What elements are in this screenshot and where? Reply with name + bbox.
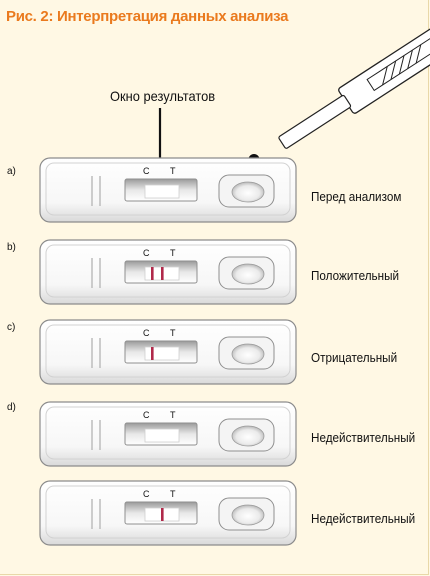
control-label: C (143, 166, 150, 176)
control-label: C (143, 410, 150, 420)
control-label: C (143, 248, 150, 258)
test-label: T (170, 489, 176, 499)
dropper-icon (274, 9, 430, 156)
control-label: C (143, 489, 150, 499)
test-label: T (170, 410, 176, 420)
test-label: T (170, 328, 176, 338)
control-line (151, 267, 154, 280)
test-line (161, 267, 164, 280)
control-line (151, 347, 154, 360)
test-line (161, 508, 164, 521)
test-label: T (170, 248, 176, 258)
test-label: T (170, 166, 176, 176)
control-label: C (143, 328, 150, 338)
